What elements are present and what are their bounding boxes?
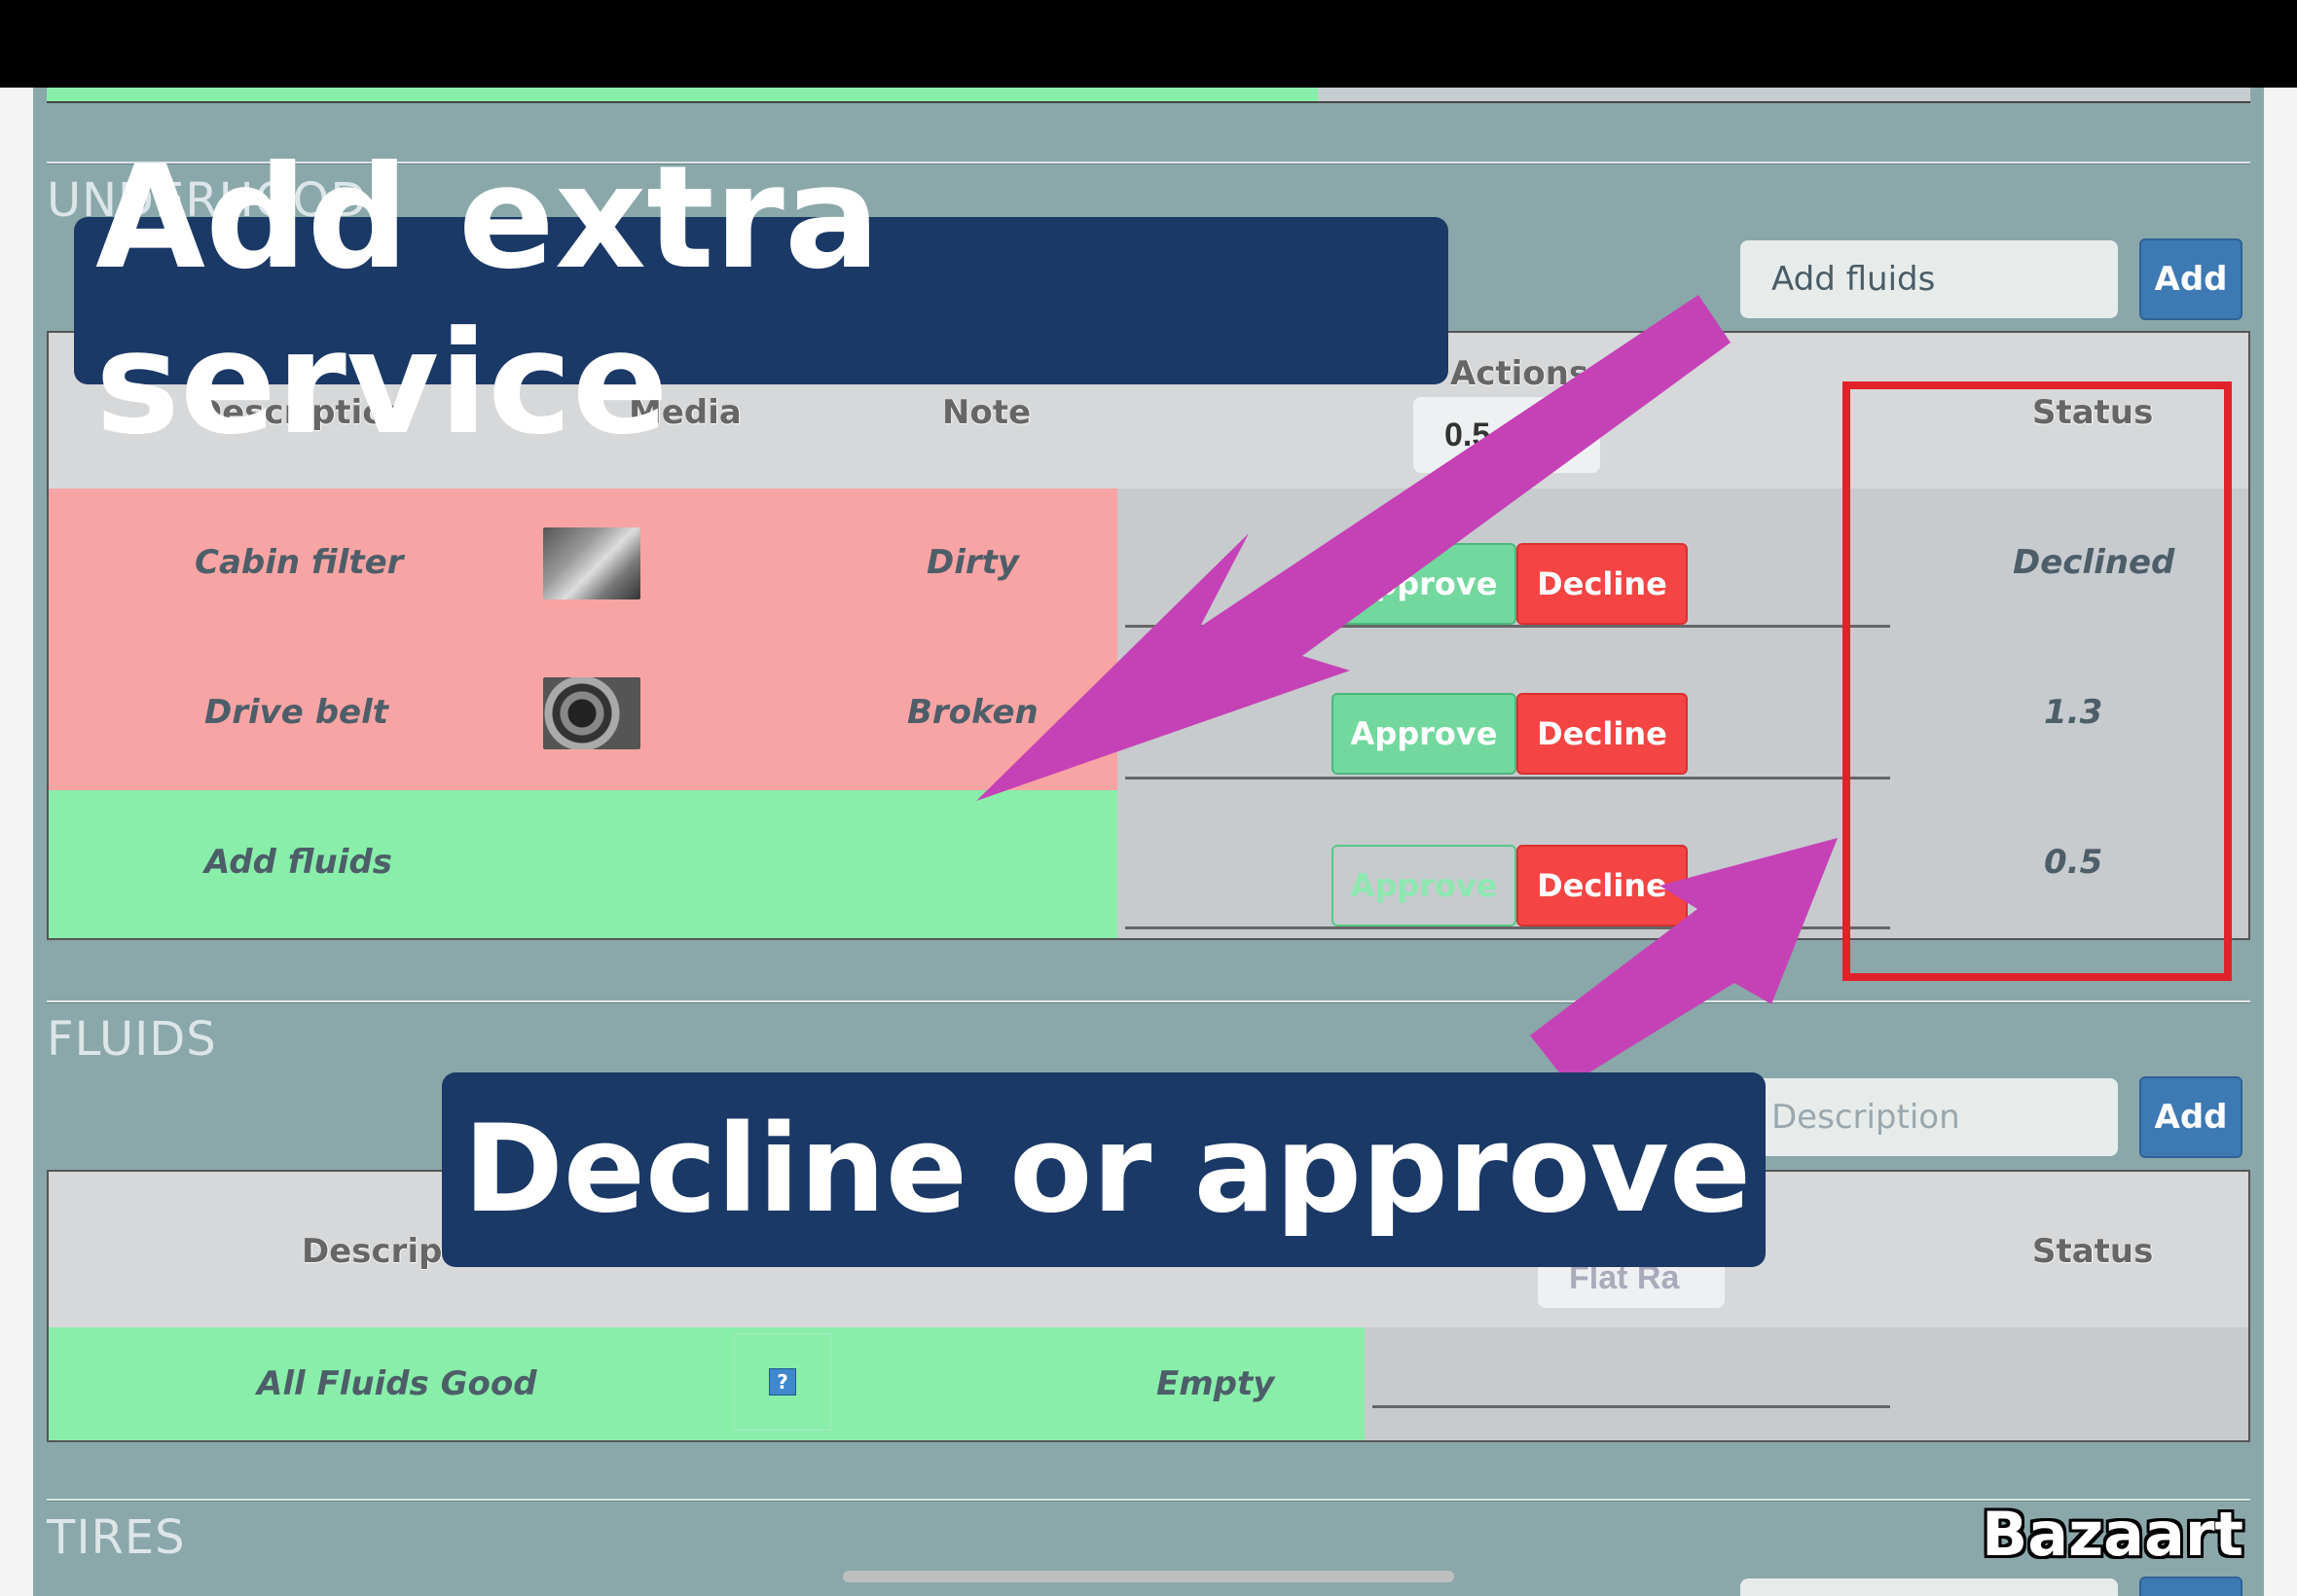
row-description: All Fluids Good [257,1364,537,1403]
decline-button[interactable]: Decline [1516,693,1688,775]
previous-row-green [47,88,1318,103]
status-badge: Declined [2013,543,2175,582]
header-media: Media [629,393,742,432]
tires-title: TIRES [47,1510,186,1565]
question-icon[interactable]: ? [769,1368,796,1396]
banner-decline-or-approve: Decline or approve [442,1072,1766,1267]
fluids-add-button[interactable]: Add [2139,1076,2242,1158]
inspection-page: UNDERHOOD Add fluids Add Description Med… [33,88,2264,1596]
header-status: Status [2032,393,2154,432]
row-highlight [49,790,1117,938]
row-description: Add fluids [204,843,392,882]
fluids-table: Descripti Flat Ra Status All Fluids Good… [47,1170,2250,1442]
drive-belt-photo-icon[interactable] [543,677,640,749]
top-black-bar [0,0,2297,88]
tires-add-button[interactable] [2139,1577,2242,1596]
fluids-add-input[interactable]: Description [1740,1078,2118,1156]
fluids-title: FLUIDS [47,1012,217,1067]
section-divider [47,1499,2250,1502]
section-divider [47,162,2250,164]
header-note: Note [942,393,1032,432]
previous-row-gray [1318,88,2250,103]
underhood-add-input[interactable]: Add fluids [1740,240,2118,318]
row-description: Drive belt [204,693,389,732]
media-cell [734,1333,831,1431]
arrow-to-new-row [976,295,1731,801]
watermark-logo: Bazaart [1982,1499,2244,1570]
row-input-underline [1125,625,1890,628]
header-status: Status [2032,1232,2154,1271]
header-description: Description [195,393,409,432]
underhood-table: Description Media Note Actions 0.5 Statu… [47,331,2250,940]
row-description: Cabin filter [195,543,404,582]
decline-button[interactable]: Decline [1516,845,1688,926]
tires-add-input[interactable] [1740,1578,2118,1596]
table-row: All Fluids Good ? Empty [49,1327,2248,1440]
table-row: Cabin filter Dirty Approve Decline Decli… [49,489,2248,640]
header-description: Descripti [302,1232,470,1271]
status-badge: 1.3 [2044,693,2103,732]
decline-button[interactable]: Decline [1516,543,1688,625]
section-divider [47,1000,2250,1003]
row-input-underline [1372,1405,1890,1408]
approve-button[interactable]: Approve [1331,693,1516,775]
row-input-underline [1125,926,1890,929]
cabin-filter-photo-icon[interactable] [543,527,640,599]
approve-button[interactable]: Approve [1331,845,1516,926]
arrow-to-status [1530,838,1838,1085]
home-indicator[interactable] [843,1571,1454,1582]
row-note: Empty [1156,1364,1275,1403]
underhood-add-button[interactable]: Add [2139,238,2242,320]
row-note: Broken [907,693,1039,732]
table-row: Add fluids Approve Decline 0.5 [49,790,2248,938]
status-highlight-box [1842,381,2232,981]
status-badge: 0.5 [2044,843,2103,882]
row-note: Dirty [927,543,1020,582]
row-input-underline [1125,777,1890,780]
row-highlight [49,1327,1365,1440]
